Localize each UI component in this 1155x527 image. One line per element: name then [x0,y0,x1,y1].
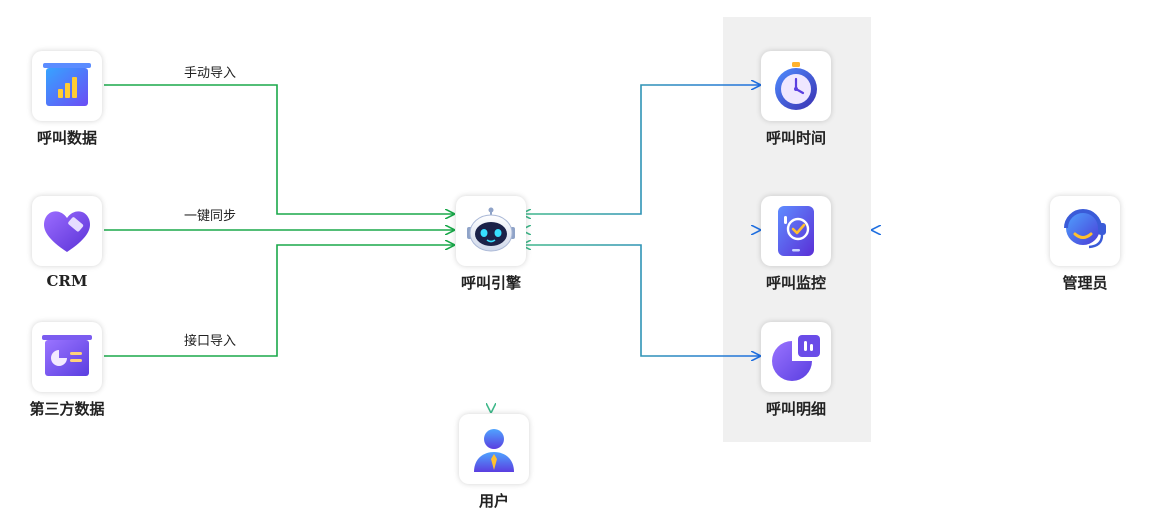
edge-engine-call-detail [522,245,760,356]
robot-icon [467,207,515,252]
call-time-tile [761,51,831,121]
node-label: 呼叫监控 [765,274,826,292]
node-label: 第三方数据 [29,400,105,418]
call-engine-tile [456,196,526,266]
third-party-data-tile [32,322,102,392]
node-label: 呼叫数据 [36,129,97,147]
edge-api-import [104,245,454,357]
stopwatch-icon [775,62,817,110]
node-label: CRM [46,272,88,290]
bar-chart-board-icon [43,63,91,106]
heart-icon [43,211,91,252]
presentation-board-icon [42,335,92,376]
admin-tile [1050,196,1120,266]
node-call-time[interactable]: 呼叫时间 [746,51,846,148]
node-call-monitor[interactable]: 呼叫监控 [746,196,846,293]
node-call-engine[interactable]: 呼叫引擎 [441,196,541,293]
node-call-detail[interactable]: 呼叫明细 [746,322,846,419]
call-data-tile [32,51,102,121]
headset-agent-icon [1064,209,1106,249]
user-tile [459,414,529,484]
node-user[interactable]: 用户 [444,414,544,511]
edge-manual-import [104,84,454,214]
node-third-party-data[interactable]: 第三方数据 [17,322,117,419]
node-crm[interactable]: CRM [17,196,117,290]
node-label: 呼叫明细 [765,400,826,418]
call-monitor-tile [761,196,831,266]
pie-chart-icon [772,335,820,381]
edge-label-manual-import: 手动导入 [184,66,237,81]
call-detail-tile [761,322,831,392]
node-label: 用户 [478,492,509,510]
edge-engine-call-time [522,85,760,214]
user-icon [474,429,514,472]
node-admin[interactable]: 管理员 [1035,196,1135,293]
crm-tile [32,196,102,266]
edge-label-one-click-sync: 一键同步 [184,209,237,224]
node-label: 呼叫时间 [765,129,826,147]
node-label: 管理员 [1062,274,1108,292]
edge-label-api-import: 接口导入 [184,334,237,349]
monitor-check-icon [778,206,814,256]
node-call-data[interactable]: 呼叫数据 [17,51,117,148]
node-label: 呼叫引擎 [460,274,521,292]
